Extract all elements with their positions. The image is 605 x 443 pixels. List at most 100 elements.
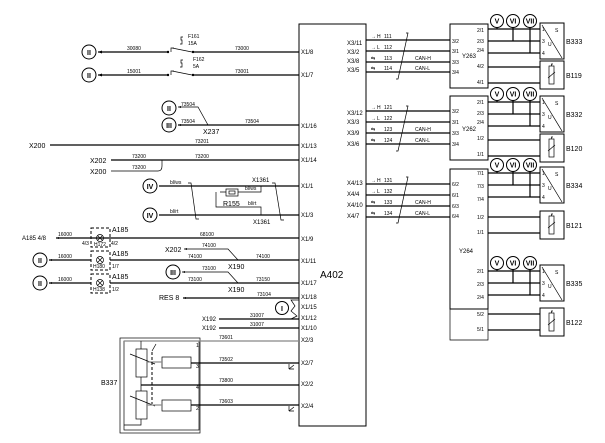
thermistor-slash [547,221,556,229]
h-marker: → [371,178,376,184]
pin-label: 7/3 [477,184,484,190]
bus-twist [396,105,409,152]
sensor-s-label: S [555,101,559,107]
x200-line[interactable]: X200 73201 [29,139,299,150]
pin-label: 2/3 [477,39,484,45]
a402-unit[interactable] [298,23,367,427]
connector-label: X200 [90,169,106,176]
pin-label: 4/3 [82,241,89,247]
a402-right-pins: X3/11 X3/2 X3/8 X3/5 X3/12 X3/3 X3/9 X3/… [347,41,363,220]
pin-label: 3 [542,281,545,287]
pin-label: X3/3 [347,120,360,126]
thermistor-lead [551,63,553,66]
a185-lamp-1[interactable]: A185 4/8 16000 A185 4/3 4/2 H172 68100 [22,227,299,248]
sensor-name: B119 [566,73,582,80]
connector-label: X1361 [252,178,270,184]
terminal-label: V [495,163,500,170]
thermistor-slash [547,71,556,79]
pin-label: 3 [542,183,545,189]
terminal-label: II [87,50,91,57]
thermistor-slash [547,144,556,152]
connector-label: X200 [29,143,45,150]
res8-line[interactable]: RES 8 73104 [159,292,299,302]
bidir-marker: ⇆ [371,56,375,62]
pin-label: 3/1 [452,120,459,126]
pin-label: 1/2 [477,136,484,142]
can-h-label: CAN-H [415,56,431,62]
valve-y263[interactable]: Y263 3/2 3/1 3/3 3/4 2/1 2/3 2/4 4/2 4/1 [449,23,489,89]
bidir-marker: ⇆ [371,211,375,217]
wire-number: 73200 [132,165,146,171]
wire-number: 113 [384,56,392,62]
pin-label: 2/4 [477,120,484,126]
l-marker: → [371,45,376,51]
terminal-label: V [495,261,500,268]
r155-circuit[interactable]: IV IV bl/ws bl/rt bl/ws bl/rt R155 X1361… [142,178,299,226]
wire-number: 68100 [200,232,214,238]
valve-y262[interactable]: Y262 3/2 3/1 3/3 3/4 2/1 2/3 2/4 1/2 1/1 [449,95,489,161]
fuse-name: F162 [193,57,205,63]
x190-splice-1[interactable]: X202 74100 74100 74100 X190 [165,243,270,271]
sensor-diagonal [541,24,563,59]
wire-number: 131 [384,178,393,184]
valve-name: Y264 [459,249,474,255]
x192-lines[interactable]: X192 31007 X192 31007 [202,313,299,332]
pin-label: X3/6 [347,142,360,148]
fuse-f162-circuit[interactable]: II 15001 F162 5A 73001 [81,57,299,83]
l-marker: → [371,116,376,122]
pin-label: 3/2 [452,109,459,115]
splice-name: X190 [228,287,244,294]
sensor-u-label: U [548,115,552,121]
pin-label: X1/12 [301,316,317,322]
module-name: A185 [112,227,128,234]
pin-label: 1 [196,343,199,349]
valve-y264[interactable]: Y264 6/2 6/1 6/3 6/4 7/1 7/3 7/4 1/2 1/1… [449,168,489,333]
wire-number: 73001 [235,69,249,75]
x190-splice-2[interactable]: III 73100 73100 73150 X190 [165,264,270,294]
terminal-label: VII [526,92,535,99]
pin-label: X3/5 [347,68,360,74]
wire-number: 73504 [181,119,195,125]
wire-number: 73502 [219,357,233,363]
pin-label: 3/2 [452,39,459,45]
pin-label: X1/15 [301,305,317,311]
a185-lamp-2[interactable]: II 16000 A185 1/7 H180 [32,250,299,271]
bus-group-2[interactable]: → H → L ⇆ ⇆ 121 122 123 124 CAN-H CAN-L [366,105,450,152]
pin-label: 1/2 [477,215,484,221]
pin-label: 1 [542,269,545,275]
pin-label: 1 [542,171,545,177]
bus-group-3[interactable]: → H → L ⇆ ⇆ 131 132 133 134 CAN-H CAN-L [366,176,450,224]
pin-label: X1/8 [301,50,314,56]
lamp-name: H138 [93,287,105,293]
can-l-label: CAN-L [415,66,430,72]
x202-line[interactable]: X202 X200 73200 73200 73200 [90,154,299,176]
wire-number: 73201 [195,139,209,145]
connector-label: X192 [202,317,217,323]
resistor-name: R155 [223,201,240,208]
sensor-diagonal [541,97,563,132]
bus-group-1[interactable]: → H → L ⇆ ⇆ 111 112 113 114 CAN-H CAN-L [366,32,450,80]
pin-label: 2/4 [477,295,484,301]
pin-label: X1/3 [301,213,314,219]
can-h-label: CAN-H [415,127,431,133]
wire-number: 122 [384,116,393,122]
wire-number: 134 [384,211,393,217]
sensor-name: B335 [566,281,582,288]
fuse-f161-circuit[interactable]: II 30080 F161 15A 73000 [81,34,299,60]
wire-number: 73603 [219,399,233,405]
x237-splice[interactable]: II III 73504 73504 73504 X237 [161,100,299,136]
sensor-name: B122 [566,320,582,327]
pin-label: 4 [196,385,199,391]
wire-number: 74100 [188,254,202,260]
pin-label: X4/7 [347,214,360,220]
sensor-u-label: U [548,284,552,290]
thermistor-slash [547,318,556,326]
b337-sensor[interactable]: B337 73601 1 73502 3 73800 4 73603 2 [101,335,299,434]
pin-label: 3 [196,364,199,370]
terminal-i-bridge[interactable]: I [275,299,300,320]
wire-number: 16000 [58,254,72,260]
terminal-label: V [495,92,500,99]
bidir-marker: ⇆ [371,127,375,133]
l-label: L [377,45,380,51]
a185-lamp-3[interactable]: II 16000 A185 1/2 H138 [32,273,299,294]
